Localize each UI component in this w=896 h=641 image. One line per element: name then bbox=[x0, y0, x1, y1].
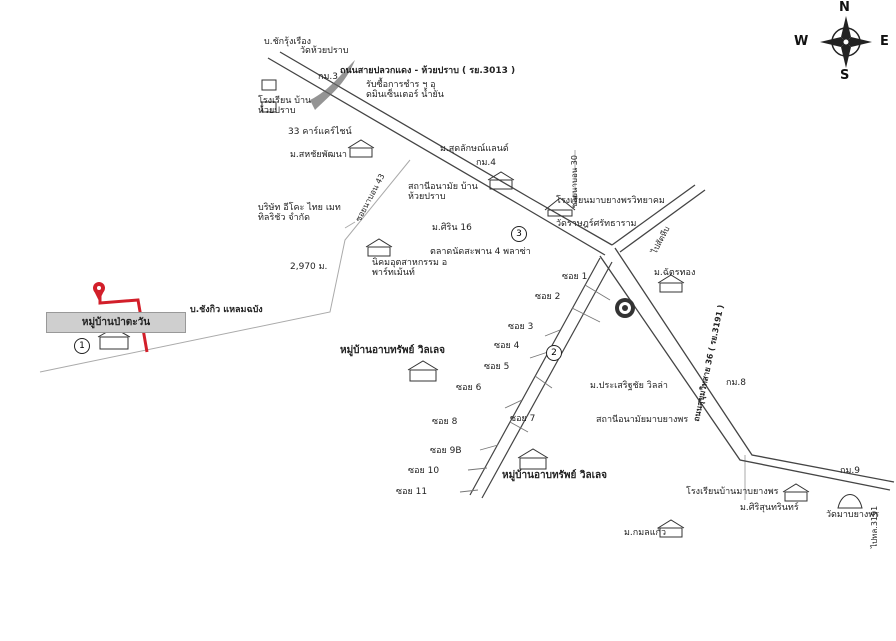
label-kamon: ม.กมลแก้ว bbox=[624, 528, 666, 538]
label-sirin: ม.ศิริน 16 bbox=[432, 223, 472, 233]
soi-label: ซอย 10 bbox=[408, 466, 440, 476]
label-niket: นิคมอุตสาหกรรม อพาร์ทเม้นท์ bbox=[372, 258, 448, 279]
soi-label: ซอย 7 bbox=[510, 414, 536, 424]
label-km3: กม.3 bbox=[318, 72, 338, 82]
house-icon bbox=[407, 360, 439, 382]
label-chatthong: ม.ฉัตรทอง bbox=[654, 268, 696, 278]
label-school-map-yang: โรงเรียนมาบยางพรวิทยาคม bbox=[556, 196, 665, 206]
compass-s: S bbox=[840, 68, 850, 83]
soi-label: ซอย 6 bbox=[456, 383, 482, 393]
route-number-3: 3 bbox=[511, 226, 527, 242]
compass-w: W bbox=[794, 34, 809, 49]
soi-label: ซอย 1 bbox=[562, 272, 588, 282]
label-chang-kio: บ.ชังกิว แหลมฉบัง bbox=[190, 305, 263, 315]
temple-icon bbox=[544, 197, 576, 217]
river bbox=[310, 60, 355, 110]
house-icon bbox=[657, 274, 685, 293]
label-athap-2: หมู่บ้านอาบทรัพย์ วิลเลจ bbox=[502, 470, 607, 481]
label-highway-top: ถนนสายปลวกแดง - ห้วยปราบ ( รย.3013 ) bbox=[340, 66, 516, 76]
soi-label: ซอย 11 bbox=[396, 487, 428, 497]
house-icon bbox=[782, 483, 810, 502]
label-siri-sunthorn: ม.ศิริสุนทรินทร์ bbox=[740, 503, 799, 513]
soi-branches bbox=[459, 284, 611, 493]
label-athap-1: หมู่บ้านอาบทรัพย์ วิลเลจ bbox=[340, 345, 445, 356]
label-school-ban-map: โรงเรียนบ้านมาบยางพร bbox=[686, 487, 779, 497]
label-school-huai-prab: โรงเรียน บ้านห้วยปราบ bbox=[258, 96, 312, 117]
house-icon bbox=[365, 238, 393, 257]
label-sut: ม.สุดลักษณ์แลนด์ bbox=[440, 144, 509, 154]
label-prasert: ม.ประเสริฐชัย วิลล่า bbox=[590, 381, 668, 391]
village-name: หมู่บ้านป่าตะวัน bbox=[81, 317, 151, 328]
label-health-huai: สถานีอนามัย บ้านห้วยปราบ bbox=[408, 182, 478, 203]
school-icon bbox=[261, 79, 277, 113]
label-ban-chak: บ.ชักรุ้งเรือง bbox=[264, 37, 312, 47]
house-icon bbox=[657, 519, 685, 538]
soi-label: ซอย 3 bbox=[508, 322, 534, 332]
emblem-icon bbox=[615, 298, 635, 318]
label-distance: 2,970 ม. bbox=[290, 262, 328, 272]
main-road-south bbox=[599, 247, 895, 491]
house-icon bbox=[347, 139, 375, 158]
compass-e: E bbox=[880, 34, 889, 49]
compass-icon bbox=[820, 16, 872, 68]
minor-roads bbox=[39, 150, 746, 500]
soi-label: ซอย 2 bbox=[535, 292, 561, 302]
temple-icon bbox=[837, 494, 863, 509]
label-company: บริษัท อีโคะ ไทย เมททิลริชัว จำกัด bbox=[258, 203, 341, 224]
soi-label: ซอย 8 bbox=[432, 417, 458, 427]
label-to-3191: ไปทล.3191 bbox=[870, 505, 879, 548]
label-wat-map-yang: วัดมาบยางพร bbox=[826, 510, 880, 520]
main-road-diagonal bbox=[267, 51, 613, 256]
village-name-tag: หมู่บ้านป่าตะวัน bbox=[46, 312, 186, 333]
label-wat-huai-prab: วัดห้วยปราบ bbox=[300, 46, 349, 56]
label-health-map-yang: สถานีอนามัยมาบยางพร bbox=[596, 415, 689, 425]
route-number-2: 2 bbox=[546, 345, 562, 361]
road-northeast bbox=[611, 184, 706, 253]
house-icon bbox=[487, 171, 515, 190]
label-rubber: รับซื้อการชำร ฯ อุดมินเซ็นเตอร์ น้ำยัน bbox=[366, 80, 444, 101]
soi-label: ซอย 9B bbox=[430, 446, 462, 456]
house-icon bbox=[517, 448, 549, 470]
label-market: ตลาดนัดสะพาน 4 พลาซ่า bbox=[430, 247, 531, 257]
compass-n: N bbox=[839, 0, 850, 15]
location-pin-icon bbox=[93, 282, 105, 301]
label-km8: กม.8 bbox=[726, 378, 746, 388]
label-wat-rat: วัดราษฎร์ศรัทธาราม bbox=[556, 219, 637, 229]
label-km9: กม.9 bbox=[840, 466, 860, 476]
label-km4: กม.4 bbox=[476, 158, 496, 168]
route-number-1: 1 bbox=[74, 338, 90, 354]
label-carcare: 33 คาร์แคร์ไชน์ bbox=[288, 127, 352, 137]
soi-label: ซอย 4 bbox=[494, 341, 520, 351]
label-sahachai: ม.สหชัยพัฒนา bbox=[290, 150, 347, 160]
soi-label: ซอย 5 bbox=[484, 362, 510, 372]
